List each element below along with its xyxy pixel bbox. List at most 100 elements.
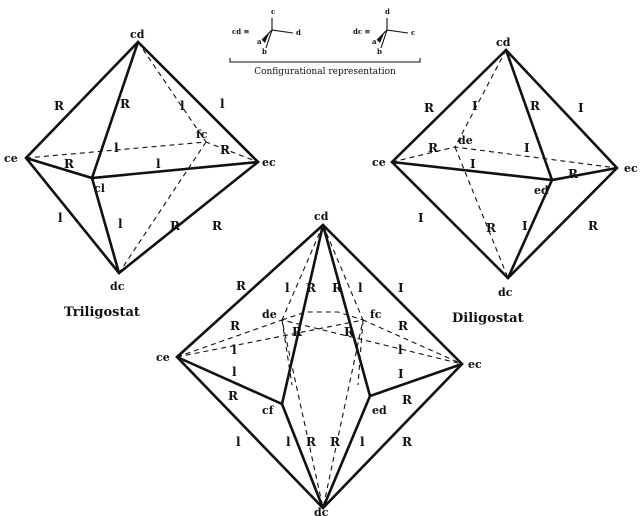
- tri-edge-label: l: [114, 141, 119, 155]
- ctr-edge-label: l: [285, 281, 290, 295]
- ctr-edge-label: R: [402, 435, 413, 449]
- ctr-vertex-fc: fc: [370, 308, 382, 321]
- dil-back-top-edge: [454, 49, 507, 148]
- legend-dc-glyph: [376, 18, 409, 49]
- ctr-edge-label: R: [306, 281, 317, 295]
- ctr-vertex-bottom: dc: [314, 506, 329, 516]
- ctr-edge-label: R: [402, 393, 413, 407]
- dil-edge-label: I: [578, 101, 584, 115]
- tri-vertex-left: ce: [4, 152, 18, 165]
- dil-edge-label: R: [530, 99, 541, 113]
- ctr-edge-label: R: [330, 435, 341, 449]
- tri-edge-label: R: [170, 219, 181, 233]
- ctr-edge-label: R: [398, 319, 409, 333]
- tri-edge-label: R: [64, 157, 75, 171]
- tri-edge-label: l: [156, 157, 161, 171]
- tri-edge-label: l: [180, 99, 185, 113]
- tri-back-bottom-edge: [118, 141, 207, 274]
- tri-edge-label: l: [58, 211, 63, 225]
- tri-vertex-inner-front: cl: [94, 182, 105, 195]
- dil-vertex-inner-front: ed: [534, 184, 549, 197]
- ctr-back-equator-left: [176, 319, 463, 365]
- dil-edge-label: I: [524, 141, 530, 155]
- dil-edge-label: R: [568, 167, 579, 181]
- tri-front-meridian: [90, 40, 140, 275]
- ctr-edge-label: I: [398, 367, 404, 381]
- legend-cd-b: b: [262, 47, 267, 56]
- diligostat-octahedron: cd ce ec dc ed de R I R I R I I R I R I …: [372, 36, 638, 326]
- tri-edge-label: R: [120, 97, 131, 111]
- ctr-edge-label: l: [236, 435, 241, 449]
- tri-edge-label: l: [220, 97, 225, 111]
- ctr-outline: [175, 223, 464, 510]
- ctr-edge-label: l: [232, 343, 237, 357]
- tri-edge-label: l: [118, 217, 123, 231]
- ctr-edge-label: R: [228, 389, 239, 403]
- ctr-edge-label: l: [286, 435, 291, 449]
- dil-front-equator: [390, 160, 619, 182]
- dil-vertex-bottom: dc: [498, 286, 513, 299]
- triligostat-caption: Triligostat: [64, 305, 140, 320]
- dil-edge-label: I: [470, 157, 476, 171]
- legend-cd-c: c: [271, 7, 275, 16]
- legend-dc-d: d: [385, 7, 390, 16]
- dil-outline: [390, 48, 619, 280]
- dil-edge-label: I: [472, 99, 478, 113]
- dil-edge-label: I: [418, 211, 424, 225]
- dil-edge-label: R: [588, 219, 599, 233]
- dil-back-bottom-edge: [454, 146, 509, 279]
- ctr-edge-label: R: [230, 319, 241, 333]
- dil-edge-label: R: [428, 141, 439, 155]
- ctr-edge-label: R: [306, 435, 317, 449]
- dil-front-meridian: [504, 48, 554, 280]
- ctr-inner-ring-top: [281, 311, 364, 321]
- ctr-vertex-cf: cf: [262, 404, 275, 417]
- tri-vertex-right: ec: [262, 156, 276, 169]
- tri-back-top-edge: [137, 41, 207, 143]
- dil-vertex-left: ce: [372, 156, 386, 169]
- dil-edge-label: R: [424, 101, 435, 115]
- dil-vertex-top: cd: [496, 36, 511, 49]
- legend-dc-a: a: [372, 37, 377, 46]
- dil-edge-label: R: [486, 221, 497, 235]
- ctr-vertex-top: cd: [314, 210, 329, 223]
- triligostat-octahedron: cd ce ec dc cl fc R R l l R l l R l R R …: [4, 28, 276, 320]
- ctr-inner-ring-sides: [281, 319, 364, 386]
- dil-vertex-right: ec: [624, 162, 638, 175]
- tri-edge-label: R: [212, 219, 223, 233]
- ctr-edge-label: R: [332, 281, 343, 295]
- legend-dc-wedge: [377, 31, 385, 43]
- legend-dc-c: c: [411, 28, 415, 37]
- ctr-edge-label: l: [360, 435, 365, 449]
- ctr-front-meridian-left: [280, 223, 325, 510]
- ctr-vertex-right: ec: [468, 358, 482, 371]
- ctr-edge-label: R: [292, 325, 303, 339]
- tri-front-equator: [24, 156, 260, 180]
- legend-cd-glyph: [261, 18, 294, 49]
- legend-caption: Configurational representation: [254, 67, 396, 77]
- tri-vertex-top: cd: [130, 28, 145, 41]
- tri-vertex-inner-back: fc: [196, 128, 208, 141]
- ctr-edge-label: l: [232, 365, 237, 379]
- ctr-edge-label: R: [344, 325, 355, 339]
- legend-cd-d: d: [296, 28, 301, 37]
- legend-bracket: [229, 58, 421, 63]
- legend-cd-wedge: [262, 31, 270, 43]
- legend-dc-b: b: [377, 47, 382, 56]
- dil-vertex-inner-back: de: [458, 134, 473, 147]
- dil-edge-label: I: [522, 219, 528, 233]
- tri-edge-label: R: [54, 99, 65, 113]
- center-octahedron: cd ce ec dc de fc cf ed R l R R l I R R …: [156, 210, 482, 516]
- ctr-edge-label: l: [358, 281, 363, 295]
- ctr-back-meridian-left: [281, 224, 324, 509]
- tri-outline: [24, 40, 260, 275]
- ctr-front-equator-right: [368, 362, 464, 398]
- tri-vertex-bottom: dc: [110, 280, 125, 293]
- ctr-edge-label: l: [398, 343, 403, 357]
- ctr-front-equator-left: [175, 355, 284, 406]
- ctr-edge-label: R: [236, 279, 247, 293]
- tri-edge-label: R: [220, 143, 231, 157]
- legend-dc-symbol: dc ≡: [353, 27, 371, 36]
- diligostat-caption: Diligostat: [452, 311, 524, 326]
